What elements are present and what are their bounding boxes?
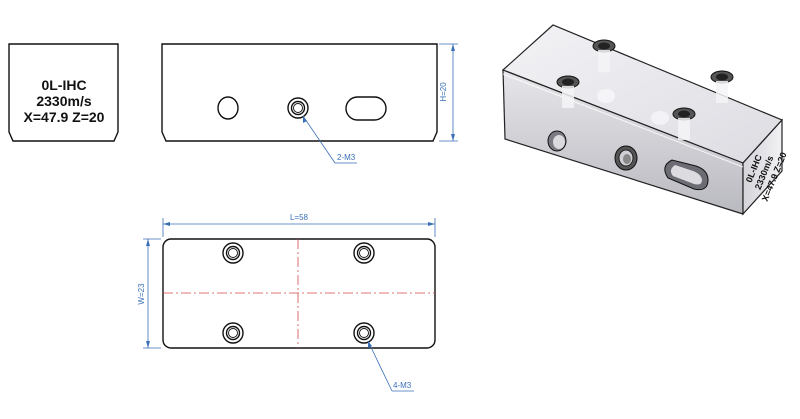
leader-4-m3: 4-M3 <box>367 340 414 392</box>
slot-hole <box>345 96 387 121</box>
threaded-hole-bottom-left <box>222 322 244 344</box>
leader-2-m3: 2-M3 <box>302 115 357 164</box>
length-dim-label: L=58 <box>290 213 309 222</box>
iso-threaded-hole-3 <box>710 70 734 103</box>
top-view: L=58 W=23 4-M3 <box>137 213 436 392</box>
iso-threaded-hole-1 <box>592 39 616 72</box>
threaded-hole-bottom-right <box>353 322 375 344</box>
hole-callout-top: 4-M3 <box>393 381 412 390</box>
side-view: 0L-IHC 2330m/s X=47.9 Z=20 <box>8 43 119 142</box>
iso-threaded-hole-front <box>614 145 638 171</box>
hole-callout-front: 2-M3 <box>337 153 356 162</box>
top-outline <box>162 238 436 349</box>
iso-threaded-hole-2 <box>556 75 580 108</box>
label-line-1: 0L-IHC <box>41 77 86 93</box>
iso-side-face <box>742 118 783 216</box>
iso-threaded-hole-4 <box>672 107 696 140</box>
isometric-view: 0L-IHC 2330m/s X=47.9 Z=20 <box>501 24 789 216</box>
label-line-2: 2330m/s <box>36 93 91 109</box>
threaded-hole-top-left <box>222 242 244 264</box>
height-dimension: H=20 <box>439 43 458 142</box>
through-hole <box>217 96 239 120</box>
height-dim-label: H=20 <box>439 82 448 102</box>
front-view: H=20 2-M3 <box>161 43 458 164</box>
threaded-hole-front <box>287 97 309 119</box>
width-dim-label: W=23 <box>137 283 146 305</box>
iso-slot <box>664 159 709 191</box>
iso-through-hole <box>547 130 567 152</box>
threaded-hole-top-right <box>353 242 375 264</box>
label-line-3: X=47.9 Z=20 <box>24 109 105 125</box>
width-dimension: W=23 <box>137 238 161 349</box>
length-dimension: L=58 <box>162 213 436 237</box>
